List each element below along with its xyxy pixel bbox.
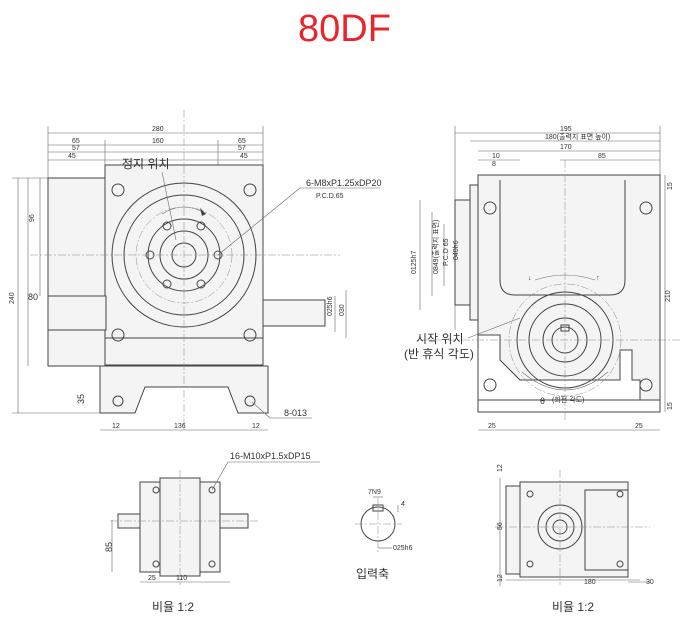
front-view: 280 160 65 65 57 57 45 45 (9, 110, 382, 431)
bottom-right-view: 12 56 12 180 30 (495, 464, 654, 586)
theta-label: θ (540, 396, 545, 406)
dim-160: 160 (152, 138, 164, 145)
dim-195: 195 (560, 126, 572, 133)
bottom-right-dim-12b: 12 (497, 574, 504, 582)
dim-25b: 25 (635, 423, 643, 430)
dim-45a: 45 (68, 153, 76, 160)
dim-15a: 15 (667, 182, 674, 190)
dim-136: 136 (174, 423, 186, 430)
page-title: 80DF (298, 8, 391, 50)
start-position-sub-label: (반 휴식 각도) (404, 347, 474, 361)
dim-0125h7: 0125h7 (411, 251, 418, 274)
rotation-angle-label: (회전 각도) (552, 395, 584, 404)
dim-57a: 57 (72, 145, 80, 152)
start-position-label: 시작 위치 (416, 332, 464, 346)
dim-280: 280 (152, 126, 164, 133)
dim-25a: 25 (488, 423, 496, 430)
dim-45b: 45 (240, 153, 248, 160)
hole-note: 8-013 (284, 408, 307, 418)
stop-position-label: 정지 위치 (122, 157, 170, 171)
input-dim-7n9: 7N9 (368, 489, 381, 496)
dim-96: 96 (29, 214, 36, 222)
bottom-left-tap-note: 16-M10xP1.5xDP15 (230, 451, 311, 461)
dim-15b: 15 (667, 402, 674, 410)
dim-12b: 12 (252, 423, 260, 430)
dim-025h6: 025h6 (327, 296, 334, 316)
dim-35: 35 (76, 394, 86, 404)
input-shaft-label: 입력축 (356, 567, 389, 581)
side-view: 195 180(출력지 표면 높이) 170 10 8 85 ↓ ↑ (404, 126, 680, 431)
dim-80: 80 (28, 292, 38, 302)
dim-65a: 65 (72, 138, 80, 145)
bottom-right-dim-56: 56 (497, 522, 504, 530)
bottom-left-view: 16-M10xP1.5xDP15 85 25 110 (104, 451, 320, 585)
tap-note: 6-M8xP1.25xDP20 (306, 178, 382, 188)
input-shaft-view: 7N9 4 025h6 입력축 (355, 489, 413, 581)
svg-text:↑: ↑ (596, 275, 600, 282)
dim-8: 8 (492, 161, 496, 168)
input-dim-4: 4 (401, 501, 405, 508)
bottom-right-dim-30: 30 (646, 579, 654, 586)
dim-210: 210 (665, 290, 672, 302)
bottom-left-dim-110: 110 (176, 575, 187, 582)
bottom-left-scale-label: 비율 1:2 (152, 600, 195, 614)
bottom-right-dim-12a: 12 (497, 464, 504, 472)
pcd-note: P.C.D.65 (316, 193, 344, 200)
dim-0849: 0849(출력지 표면) (431, 220, 440, 274)
dim-030: 030 (339, 304, 346, 316)
bottom-right-scale-label: 비율 1:2 (552, 600, 595, 614)
dim-170: 170 (560, 144, 572, 151)
dim-57b: 57 (238, 145, 246, 152)
dim-180: 180(출력지 표면 높이) (545, 132, 610, 141)
bottom-left-dim-85: 85 (104, 542, 114, 552)
dim-12a: 12 (112, 423, 120, 430)
svg-text:↓: ↓ (528, 275, 532, 282)
bottom-left-dim-25: 25 (148, 575, 156, 582)
dim-10: 10 (492, 153, 500, 160)
dim-65b: 65 (238, 138, 246, 145)
dim-pcd: P.C.D 65 (443, 238, 450, 266)
dim-040h6: 040h6 (453, 240, 460, 260)
dim-85: 85 (598, 153, 606, 160)
bottom-right-dim-180: 180 (584, 579, 596, 586)
dim-240: 240 (9, 292, 16, 304)
input-dim-025h6: 025h6 (393, 545, 413, 552)
